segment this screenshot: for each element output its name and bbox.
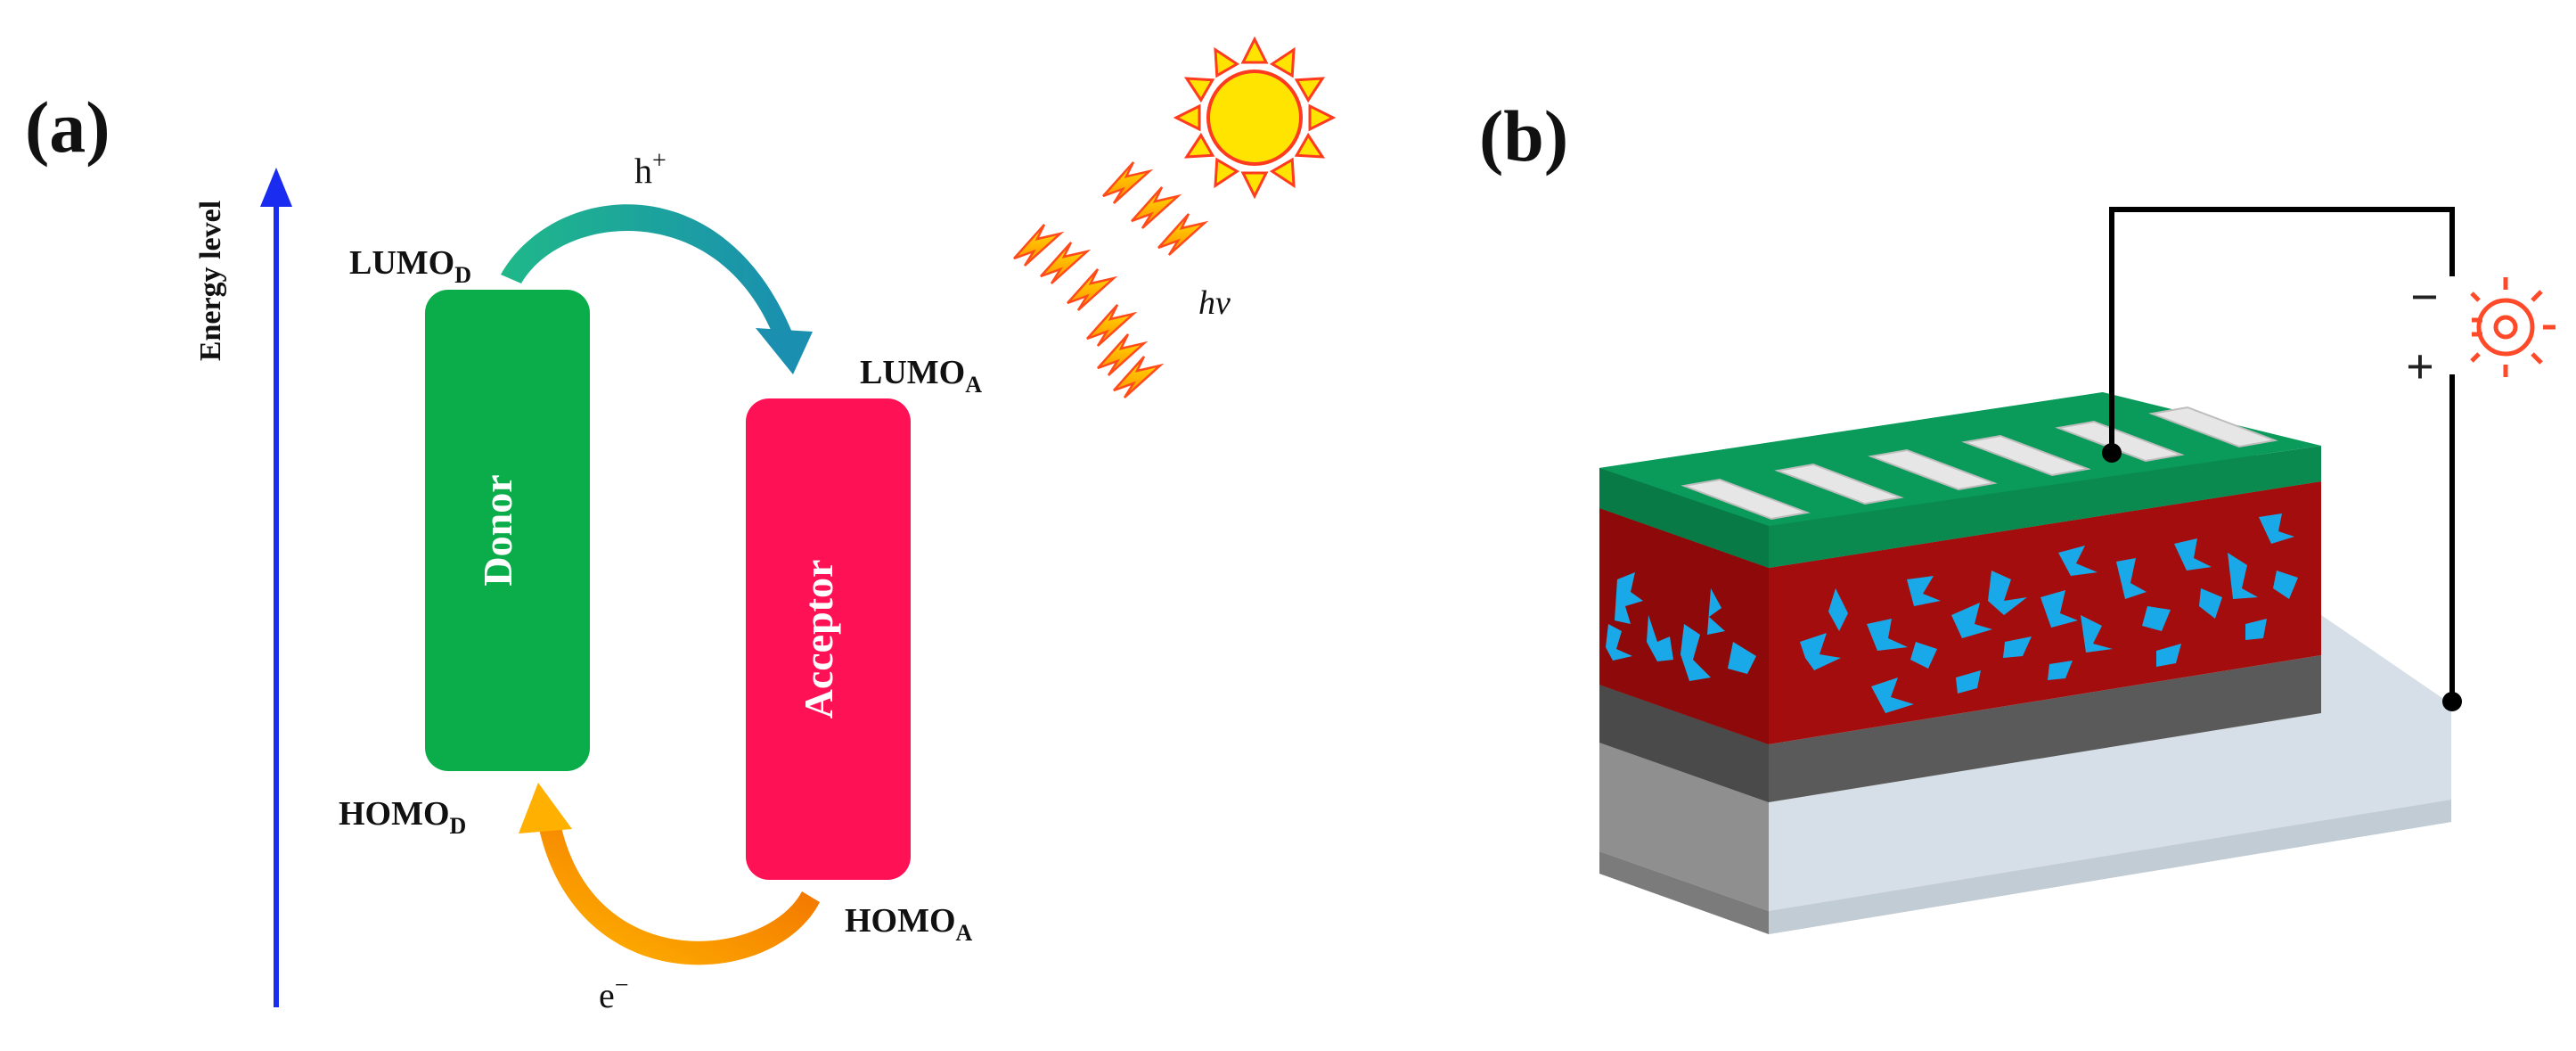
acceptor-label: Acceptor xyxy=(796,560,841,719)
donor-box: Donor xyxy=(425,290,590,771)
substrate-left-face xyxy=(1599,743,1769,911)
photon-label: hv xyxy=(1198,284,1231,322)
substrate-left-edge xyxy=(1599,851,1769,934)
hole-label: h+ xyxy=(634,147,666,191)
hole-arrow-body xyxy=(501,204,793,334)
sun-icon xyxy=(1173,36,1337,200)
electron-transfer-arrow: e− xyxy=(519,783,820,1015)
electrode-left xyxy=(1599,685,1769,802)
top-contact-point xyxy=(2102,443,2122,463)
electron-arrowhead xyxy=(519,783,572,833)
hole-arrowhead xyxy=(756,328,813,374)
lumo-acceptor-label: LUMOA xyxy=(860,354,982,398)
bottom-contact-point xyxy=(2442,692,2462,711)
finger-electrode xyxy=(1774,463,1904,505)
finger-electrode xyxy=(2148,406,2278,448)
homo-donor-label: HOMOD xyxy=(339,795,466,839)
blend-domains xyxy=(1606,513,2298,713)
electrode-front xyxy=(1599,655,2321,802)
donor-label: Donor xyxy=(475,474,520,586)
hole-transfer-arrow: h+ xyxy=(501,147,813,374)
energy-axis: Energy level xyxy=(194,168,292,1007)
top-layer-left xyxy=(1599,468,1769,568)
top-layer-front xyxy=(1599,446,2321,568)
energy-axis-label: Energy level xyxy=(194,201,227,361)
finger-electrode xyxy=(1868,448,1998,491)
electron-arrow-body xyxy=(539,827,820,965)
homo-acceptor-label: HOMOA xyxy=(845,902,973,946)
panel-b: (b) xyxy=(1479,95,2556,934)
bottom-electrode xyxy=(1599,655,2321,802)
energy-axis-arrowhead xyxy=(260,168,292,207)
electron-label: e− xyxy=(599,972,629,1015)
substrate-body xyxy=(1769,615,2451,911)
external-circuit xyxy=(2109,207,2455,700)
lightbulb-icon xyxy=(2470,277,2556,377)
acceptor-box: Acceptor xyxy=(746,398,911,880)
negative-terminal-sign: − xyxy=(2410,270,2439,325)
donor-rect xyxy=(425,290,590,771)
circuit-wire-top xyxy=(2109,207,2455,450)
acceptor-rect xyxy=(746,398,911,880)
active-layer xyxy=(1599,481,2321,744)
light-rays-icon xyxy=(1012,160,1206,399)
positive-terminal-sign: + xyxy=(2406,340,2434,395)
panel-a-label: (a) xyxy=(25,86,110,168)
panel-b-label: (b) xyxy=(1479,95,1568,177)
substrate-edge xyxy=(1769,800,2451,934)
top-layer-top xyxy=(1599,392,2321,526)
panel-a: (a) Energy level Donor Acceptor LUMOD HO… xyxy=(25,36,1337,1015)
finger-electrode xyxy=(1961,434,2091,477)
finger-electrode xyxy=(1681,478,1811,521)
substrate xyxy=(1599,615,2451,934)
lumo-donor-label: LUMOD xyxy=(349,244,471,288)
finger-electrodes xyxy=(1681,406,2278,521)
